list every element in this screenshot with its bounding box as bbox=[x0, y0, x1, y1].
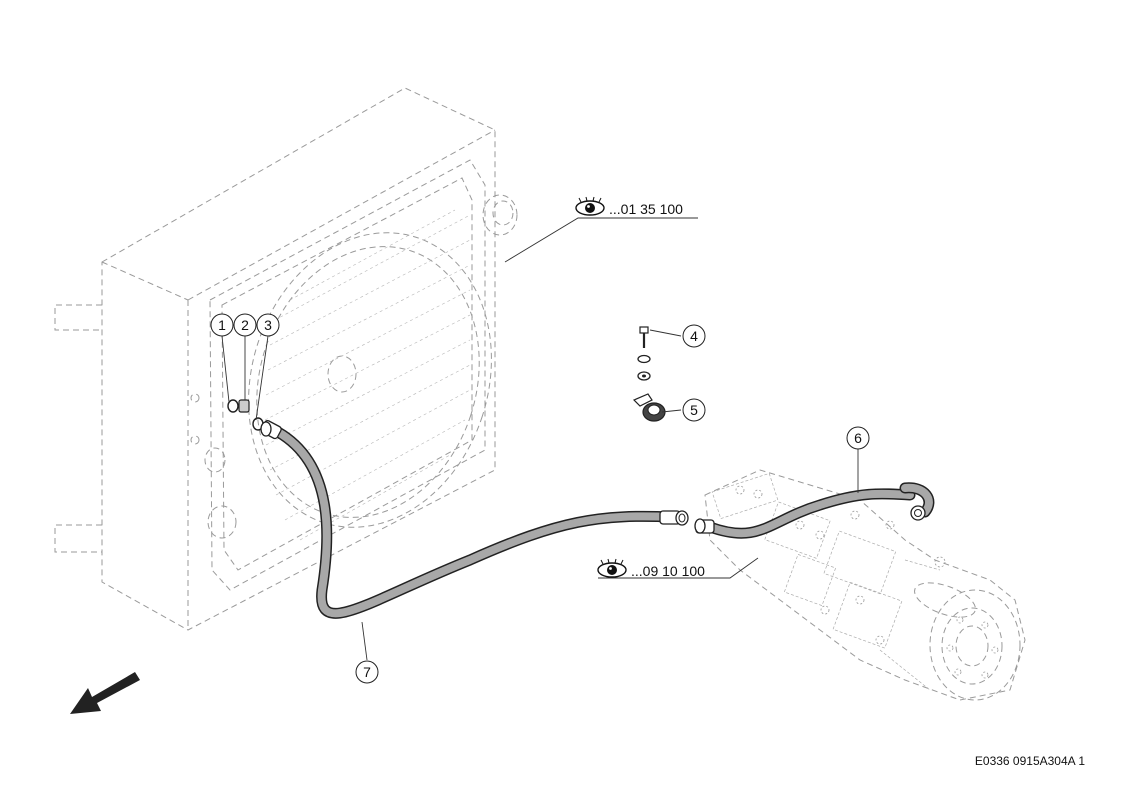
direction-arrow-icon bbox=[70, 672, 140, 714]
reference-text: ...01 35 100 bbox=[609, 201, 683, 217]
document-code: E0336 0915A304A 1 bbox=[974, 754, 1085, 768]
hose-6 bbox=[694, 482, 935, 539]
callout-label: 6 bbox=[854, 430, 862, 446]
reference-09-10-100[interactable]: ...09 10 100 bbox=[597, 558, 705, 579]
callout-5: 5 bbox=[682, 398, 706, 422]
callout-label: 7 bbox=[363, 664, 371, 680]
transmission-assembly bbox=[704, 469, 1026, 701]
eye-icon bbox=[597, 558, 627, 578]
reference-text: ...09 10 100 bbox=[631, 563, 705, 579]
callout-1: 1 bbox=[210, 313, 234, 337]
callout-7: 7 bbox=[355, 660, 379, 684]
hose-clamp bbox=[632, 393, 666, 422]
eye-icon bbox=[575, 196, 605, 216]
radiator-assembly bbox=[54, 87, 518, 631]
callout-label: 5 bbox=[690, 402, 698, 418]
callout-label: 4 bbox=[690, 328, 698, 344]
hose-7 bbox=[260, 420, 689, 619]
callout-4: 4 bbox=[682, 324, 706, 348]
leader-lines bbox=[221, 217, 859, 661]
callout-2: 2 bbox=[233, 313, 257, 337]
callout-3: 3 bbox=[256, 313, 280, 337]
callout-label: 3 bbox=[264, 317, 272, 333]
reference-01-35-100[interactable]: ...01 35 100 bbox=[575, 196, 683, 217]
bolt-assembly bbox=[637, 326, 651, 381]
callout-label: 1 bbox=[218, 317, 226, 333]
callout-label: 2 bbox=[241, 317, 249, 333]
callout-6: 6 bbox=[846, 426, 870, 450]
